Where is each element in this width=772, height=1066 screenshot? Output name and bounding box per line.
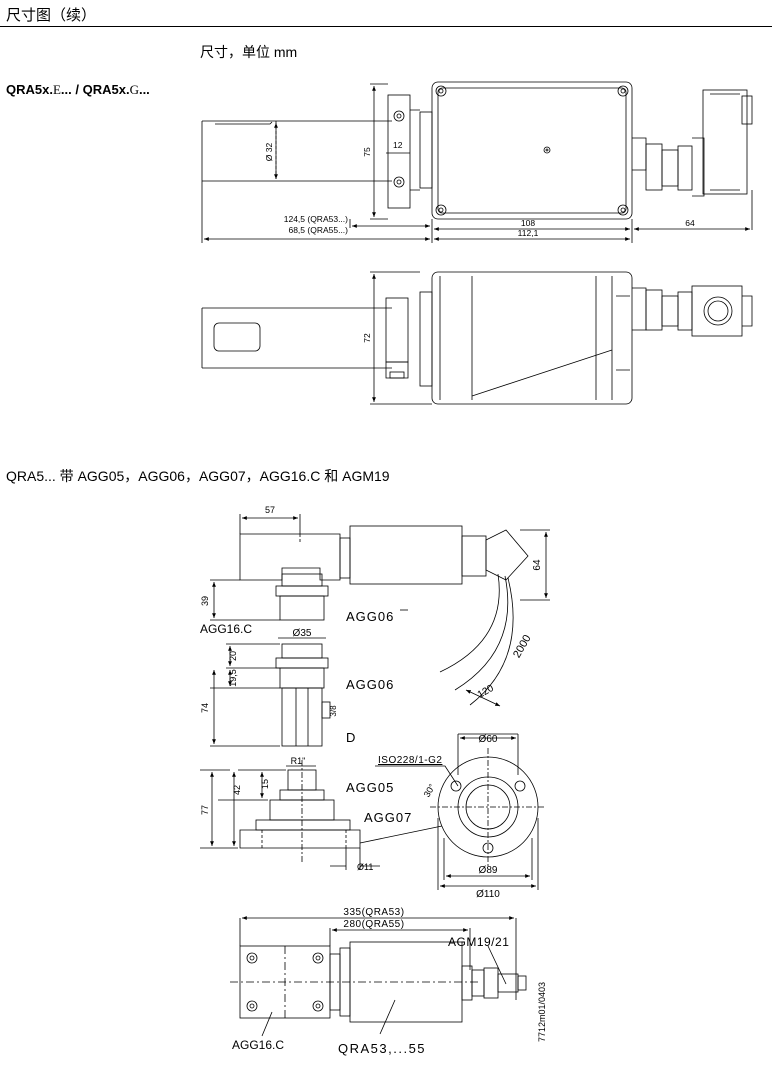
label-agg06-b: AGG06 — [346, 677, 394, 692]
dim-15: 15 — [260, 779, 270, 789]
dim-3-8: 3/8 — [329, 705, 338, 717]
dim-20: 20 — [228, 651, 238, 661]
dim-124: 124,5 (QRA53...) — [284, 214, 348, 224]
dim-r1: R1" — [291, 756, 306, 766]
dim-d35: Ø35 — [293, 628, 312, 639]
header-rule — [0, 26, 772, 27]
doc-number: 7712m01/0403 — [537, 982, 547, 1042]
dim-75: 75 — [362, 147, 372, 157]
label-D: D — [346, 730, 355, 745]
dim-280: 280(QRA55) — [343, 919, 404, 930]
label-agg06-a: AGG06 — [346, 609, 394, 624]
drawing-top-labels: Ø 32 75 12 124,5 (QRA53...) 68,5 (QRA55.… — [264, 140, 695, 238]
dim-d60: Ø60 — [479, 734, 498, 745]
dim-64: 64 — [685, 218, 695, 228]
dim-335: 335(QRA53) — [343, 907, 404, 918]
dim-74: 74 — [200, 703, 210, 713]
dim-30deg: 30° — [422, 782, 438, 799]
dim-19-5: 19,5 — [228, 669, 238, 687]
dim-68: 68,5 (QRA55...) — [288, 225, 348, 235]
page-header: 尺寸图（续） — [6, 7, 97, 24]
dim-12: 12 — [393, 140, 403, 150]
drawing-accessories — [200, 514, 550, 890]
units-subtitle: 尺寸，单位 mm — [200, 44, 298, 60]
dim-d32: Ø 32 — [264, 143, 274, 162]
label-agg05: AGG05 — [346, 780, 394, 795]
label-agm19: AGM19/21 — [448, 935, 509, 949]
model-label: QRA5x.E... / QRA5x.G... — [6, 82, 150, 97]
dim-39: 39 — [200, 596, 210, 606]
dim-d89: Ø89 — [479, 865, 498, 876]
label-agg16c-b: AGG16.C — [232, 1038, 284, 1052]
dim-42: 42 — [232, 785, 242, 795]
dim-120: 120 — [476, 683, 496, 701]
assembly-labels: 335(QRA53) 280(QRA55) AGM19/21 AGG16.C Q… — [232, 907, 547, 1056]
dim-d110: Ø110 — [476, 889, 500, 900]
dim-77: 77 — [200, 805, 210, 815]
dim-64b: 64 — [532, 559, 543, 571]
dim-108: 108 — [521, 218, 535, 228]
label-agg16c-a: AGG16.C — [200, 622, 252, 636]
dim-2000: 2000 — [511, 633, 534, 660]
label-agg07: AGG07 — [364, 810, 412, 825]
section2-title: QRA5... 带 AGG05，AGG06，AGG07，AGG16.C 和 AG… — [6, 468, 390, 484]
label-qra53: QRA53,...55 — [338, 1041, 426, 1056]
label-iso: ISO228/1-G2 — [378, 755, 442, 766]
dim-57: 57 — [265, 505, 275, 515]
dim-112: 112,1 — [518, 228, 539, 238]
accessories-labels: 57 39 AGG16.C AGG06 Ø35 20 19,5 AGG06 74… — [200, 505, 543, 900]
drawing-assembly — [230, 916, 527, 1037]
drawing-top-view — [201, 81, 753, 243]
dim-d11: Ø11 — [357, 862, 373, 872]
dim-72: 72 — [362, 333, 372, 343]
drawing-side-view — [201, 271, 753, 405]
